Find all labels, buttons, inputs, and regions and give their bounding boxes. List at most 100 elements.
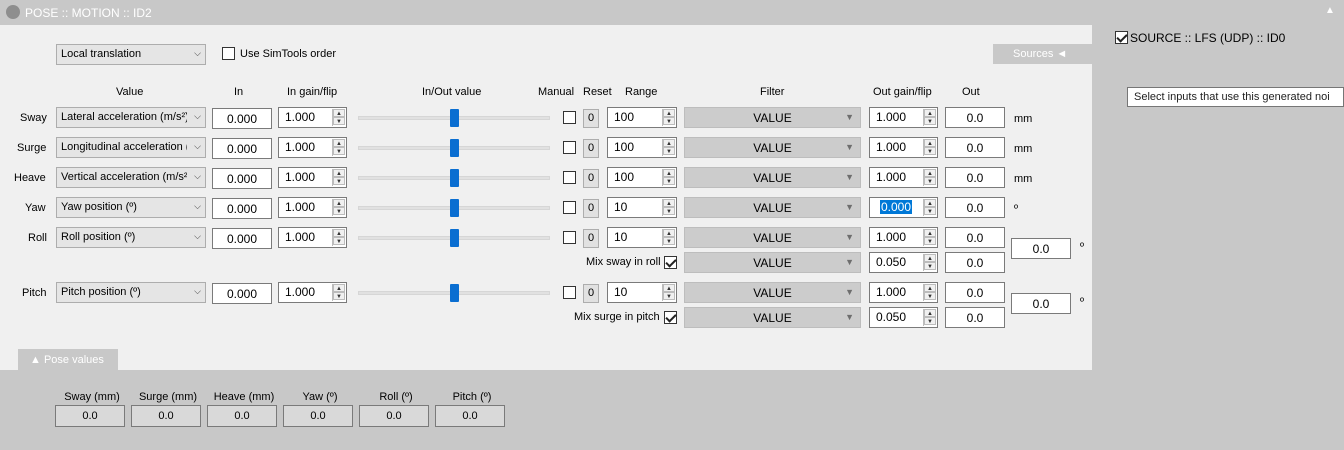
surge-in-gain-spinner[interactable]: 1.000▲▼ [278, 137, 347, 158]
pitch-in-gain-spinner[interactable]: 1.000▲▼ [278, 282, 347, 303]
spin-up-icon[interactable]: ▲ [924, 199, 936, 207]
mode-combo[interactable]: Local translation⌵ [56, 44, 206, 65]
spin-up-icon[interactable]: ▲ [333, 169, 345, 177]
roll-manual-checkbox[interactable] [563, 231, 576, 244]
spin-down-icon[interactable]: ▼ [333, 237, 345, 245]
sway-manual-checkbox[interactable] [563, 111, 576, 124]
spin-down-icon[interactable]: ▼ [663, 292, 675, 300]
spin-up-icon[interactable]: ▲ [924, 309, 936, 317]
sway-value-combo[interactable]: Lateral acceleration (m/s²)⌵ [56, 107, 206, 128]
roll-reset-button[interactable]: 0 [583, 229, 599, 248]
spin-down-icon[interactable]: ▼ [924, 237, 936, 245]
heave-out-gain-spinner[interactable]: 1.000▲▼ [869, 167, 938, 188]
spin-up-icon[interactable]: ▲ [663, 139, 675, 147]
heave-filter-combo[interactable]: VALUE▼ [684, 167, 861, 188]
sway-out-gain-spinner[interactable]: 1.000▲▼ [869, 107, 938, 128]
heave-in-gain-spinner[interactable]: 1.000▲▼ [278, 167, 347, 188]
spin-up-icon[interactable]: ▲ [663, 229, 675, 237]
pitch-out-gain-spinner[interactable]: 1.000▲▼ [869, 282, 938, 303]
source-checkbox[interactable] [1115, 31, 1128, 44]
pose-values-tab[interactable]: ▲ Pose values [18, 349, 118, 370]
yaw-value-combo[interactable]: Yaw position (º)⌵ [56, 197, 206, 218]
spin-down-icon[interactable]: ▼ [333, 292, 345, 300]
spin-up-icon[interactable]: ▲ [663, 109, 675, 117]
spin-down-icon[interactable]: ▼ [663, 177, 675, 185]
spin-down-icon[interactable]: ▼ [333, 117, 345, 125]
spin-up-icon[interactable]: ▲ [663, 199, 675, 207]
spin-down-icon[interactable]: ▼ [333, 207, 345, 215]
pitch-filter-combo[interactable]: VALUE▼ [684, 282, 861, 303]
spin-up-icon[interactable]: ▲ [924, 109, 936, 117]
yaw-filter-combo[interactable]: VALUE▼ [684, 197, 861, 218]
spin-up-icon[interactable]: ▲ [333, 199, 345, 207]
spin-up-icon[interactable]: ▲ [663, 169, 675, 177]
spin-down-icon[interactable]: ▼ [924, 117, 936, 125]
spin-down-icon[interactable]: ▼ [663, 147, 675, 155]
spin-down-icon[interactable]: ▼ [924, 317, 936, 325]
spin-up-icon[interactable]: ▲ [333, 229, 345, 237]
spin-up-icon[interactable]: ▲ [333, 139, 345, 147]
spin-down-icon[interactable]: ▼ [924, 147, 936, 155]
pitch-value-combo[interactable]: Pitch position (º)⌵ [56, 282, 206, 303]
spin-down-icon[interactable]: ▼ [924, 177, 936, 185]
mix-surge-gain-spinner[interactable]: 0.050▲▼ [869, 307, 938, 328]
yaw-slider-thumb[interactable] [450, 199, 459, 217]
heave-range-spinner[interactable]: 100▲▼ [607, 167, 677, 188]
yaw-in-gain-spinner[interactable]: 1.000▲▼ [278, 197, 347, 218]
heave-reset-button[interactable]: 0 [583, 169, 599, 188]
surge-filter-combo[interactable]: VALUE▼ [684, 137, 861, 158]
spin-down-icon[interactable]: ▼ [663, 207, 675, 215]
surge-manual-checkbox[interactable] [563, 141, 576, 154]
spin-up-icon[interactable]: ▲ [333, 284, 345, 292]
roll-value-combo[interactable]: Roll position (º)⌵ [56, 227, 206, 248]
spin-down-icon[interactable]: ▼ [333, 147, 345, 155]
surge-out-gain-spinner[interactable]: 1.000▲▼ [869, 137, 938, 158]
mix-surge-filter-combo[interactable]: VALUE▼ [684, 307, 861, 328]
simtools-order-checkbox[interactable] [222, 47, 235, 60]
spin-down-icon[interactable]: ▼ [924, 207, 936, 215]
spin-up-icon[interactable]: ▲ [924, 139, 936, 147]
pitch-slider-thumb[interactable] [450, 284, 459, 302]
roll-in-gain-spinner[interactable]: 1.000▲▼ [278, 227, 347, 248]
surge-range-spinner[interactable]: 100▲▼ [607, 137, 677, 158]
heave-manual-checkbox[interactable] [563, 171, 576, 184]
pitch-range-spinner[interactable]: 10▲▼ [607, 282, 677, 303]
spin-up-icon[interactable]: ▲ [924, 169, 936, 177]
sway-filter-combo[interactable]: VALUE▼ [684, 107, 861, 128]
pitch-manual-checkbox[interactable] [563, 286, 576, 299]
surge-value-combo[interactable]: Longitudinal acceleration (m/s²)⌵ [56, 137, 206, 158]
mix-sway-filter-combo[interactable]: VALUE▼ [684, 252, 861, 273]
roll-slider-thumb[interactable] [450, 229, 459, 247]
yaw-out-gain-spinner[interactable]: 0.000▲▼ [869, 197, 938, 218]
mix-sway-gain-spinner[interactable]: 0.050▲▼ [869, 252, 938, 273]
roll-out-gain-spinner[interactable]: 1.000▲▼ [869, 227, 938, 248]
spin-up-icon[interactable]: ▲ [663, 284, 675, 292]
yaw-reset-button[interactable]: 0 [583, 199, 599, 218]
pitch-reset-button[interactable]: 0 [583, 284, 599, 303]
spin-up-icon[interactable]: ▲ [924, 254, 936, 262]
surge-reset-button[interactable]: 0 [583, 139, 599, 158]
sway-in-gain-spinner[interactable]: 1.000▲▼ [278, 107, 347, 128]
spin-up-icon[interactable]: ▲ [333, 109, 345, 117]
roll-filter-combo[interactable]: VALUE▼ [684, 227, 861, 248]
sway-range-spinner[interactable]: 100▲▼ [607, 107, 677, 128]
spin-down-icon[interactable]: ▼ [663, 237, 675, 245]
spin-up-icon[interactable]: ▲ [924, 284, 936, 292]
spin-down-icon[interactable]: ▼ [663, 117, 675, 125]
spin-down-icon[interactable]: ▼ [924, 292, 936, 300]
spin-down-icon[interactable]: ▼ [333, 177, 345, 185]
spin-down-icon[interactable]: ▼ [924, 262, 936, 270]
surge-slider-thumb[interactable] [450, 139, 459, 157]
heave-value-combo[interactable]: Vertical acceleration (m/s²)⌵ [56, 167, 206, 188]
yaw-manual-checkbox[interactable] [563, 201, 576, 214]
sources-tab[interactable]: Sources ◄ [993, 44, 1092, 64]
collapse-icon[interactable]: ▲ [1325, 5, 1335, 16]
mix-sway-checkbox[interactable] [664, 256, 677, 269]
yaw-range-spinner[interactable]: 10▲▼ [607, 197, 677, 218]
heave-slider-thumb[interactable] [450, 169, 459, 187]
sway-reset-button[interactable]: 0 [583, 109, 599, 128]
spin-up-icon[interactable]: ▲ [924, 229, 936, 237]
roll-range-spinner[interactable]: 10▲▼ [607, 227, 677, 248]
sway-slider-thumb[interactable] [450, 109, 459, 127]
mix-surge-checkbox[interactable] [664, 311, 677, 324]
